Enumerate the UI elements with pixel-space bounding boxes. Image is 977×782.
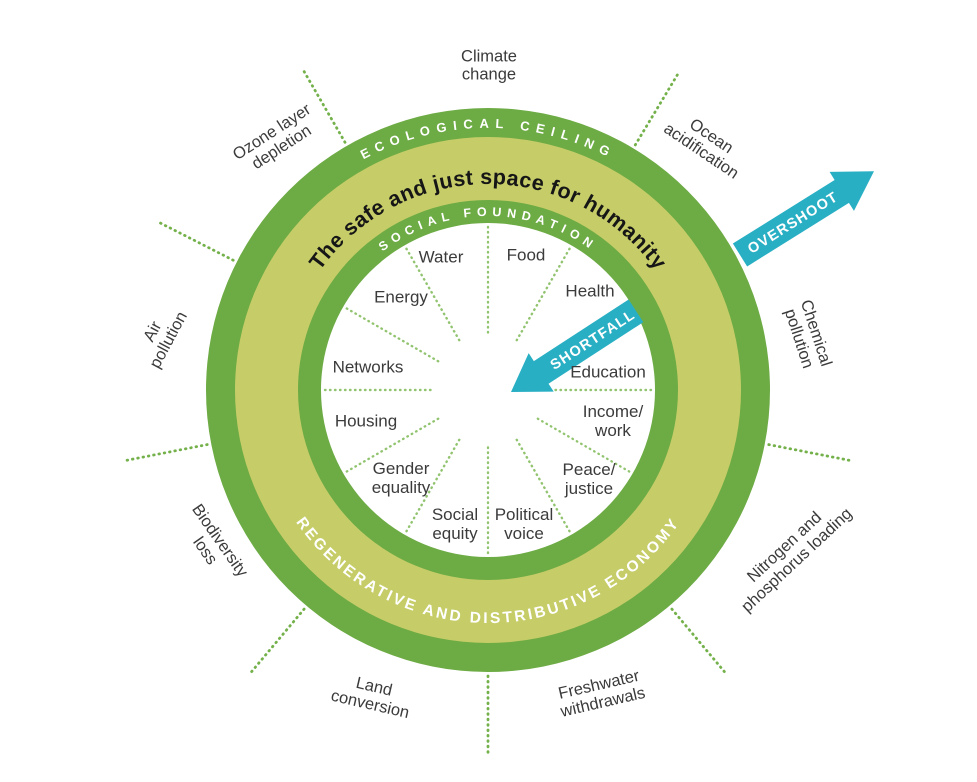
outer-divider [767, 443, 851, 462]
social-label-income-work: Income/ work [582, 401, 644, 440]
outer-divider [158, 221, 235, 262]
social-label-education: Education [570, 362, 646, 382]
social-label-energy: Energy [374, 287, 428, 307]
social-label-housing: Housing [334, 411, 398, 431]
outer-divider [249, 607, 306, 674]
eco-label-climate-change: Climate change [461, 47, 517, 84]
outer-divider [125, 443, 209, 462]
overshoot-arrow-label: OVERSHOOT [745, 189, 841, 257]
shortfall-arrow-shape [511, 299, 644, 392]
overshoot-arrow: OVERSHOOT [732, 171, 874, 267]
social-label-food: Food [506, 245, 546, 265]
inner-circle [321, 223, 655, 557]
social-label-health: Health [565, 281, 615, 301]
social-label-peace-justice: Peace/ justice [562, 459, 616, 498]
social-label-networks: Networks [332, 357, 404, 377]
social-label-gender-equality: Gender equality [371, 458, 431, 497]
overshoot-arrow-shape [732, 171, 874, 267]
social-label-social-equity: Social equity [431, 504, 479, 543]
outer-sector-dividers [125, 69, 851, 757]
social-label-water: Water [418, 247, 464, 267]
social-label-political-voice: Political voice [494, 504, 554, 543]
outer-divider [670, 607, 726, 674]
